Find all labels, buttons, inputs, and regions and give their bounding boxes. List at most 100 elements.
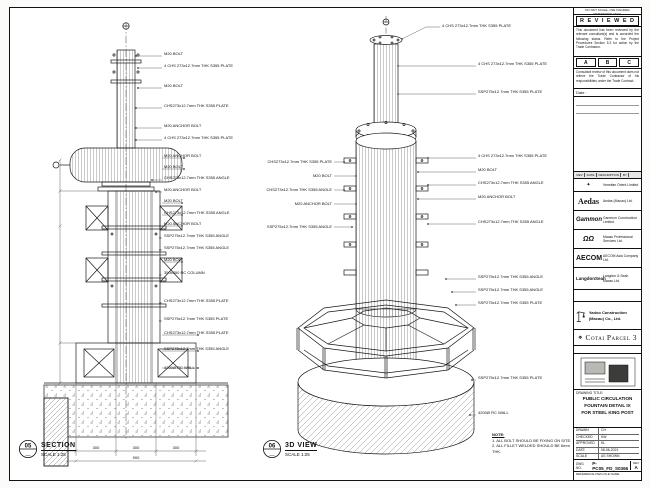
- annotation-label: SSP275x12.7mm THK S355 ANGLE: [478, 274, 544, 279]
- annotation-label: 4 CHS 273x12.7mm THK S355 PLATE: [164, 135, 233, 140]
- company-row: ✦ Venetian Orient Limited: [574, 179, 641, 192]
- annotation-label: SSP275x12.7mm THK S355 ANGLE: [164, 346, 230, 351]
- status-option-c: C: [619, 58, 640, 67]
- status-option-a: A: [576, 58, 596, 67]
- field-row: CHECKED KW: [576, 434, 639, 442]
- drawing-title-block: DRAWING TITLE: PUBLIC CIRCULATION FOUNTA…: [574, 390, 641, 428]
- annotation-label: SSP275x12.7mm THK S355 ANGLE: [478, 287, 544, 292]
- consultant-note: Consultant review of this document does …: [574, 69, 641, 89]
- dwg-no-value: P-PC05_FD_S0366: [592, 460, 629, 471]
- contractor-row: Yadoo Construction (Macau) Co., Ltd.: [574, 302, 641, 330]
- drawing-title-label: DRAWING TITLE:: [576, 391, 604, 395]
- company-row: Gammon Gammon Construction Limited: [574, 211, 641, 230]
- keyplan-map-icon: [580, 357, 635, 386]
- revision-table-header: REV DATE DESCRIPTION BY: [574, 172, 641, 179]
- reference-row: REFERENCE DWG FILE NAME: [576, 472, 620, 476]
- field-label: DRAWN: [576, 428, 599, 434]
- project-row: ❖ Cotai Parcel 3: [574, 330, 641, 346]
- annotation-label: M20 BOLT: [478, 167, 498, 172]
- contractor-name: Yadoo Construction (Macau) Co., Ltd.: [588, 310, 627, 321]
- annotation-label: SSP275x12.7mm THK S355 PLATE: [478, 89, 543, 94]
- 3d-geometry: [296, 18, 476, 455]
- section-dim-text: 300 300 300 900: [93, 445, 180, 460]
- view-title: SECTION: [41, 441, 76, 451]
- drawing-title-line: FOR STEEL KING POST: [581, 409, 634, 415]
- field-value: KL: [601, 441, 606, 446]
- aecom-logo: AECOM: [576, 254, 603, 262]
- reviewed-stamp: R E V I E W E D: [576, 15, 639, 26]
- reviewed-stamp-row: R E V I E W E D: [574, 15, 641, 27]
- dwg-no-label: DWG NO.: [576, 461, 584, 470]
- aedas-logo: Aedas: [578, 196, 599, 206]
- note-block: NOTE: 1. ALL BOLT SHOULD BE FIXING ON SI…: [492, 432, 574, 454]
- annotation-label: M20 ANCHOR BOLT: [478, 194, 516, 199]
- field-value: 08-06-2021: [601, 447, 619, 452]
- bubble-ref: —: [26, 453, 31, 459]
- keyplan-label-row: KEY PLAN: [574, 346, 641, 354]
- annotation-label: 4 CHS 273x12.7mm THK S355 PLATE: [478, 61, 547, 66]
- field-value: KW: [601, 434, 607, 439]
- annotation-label: CHS273x12.7mm THK S355 ANGLE: [478, 180, 544, 185]
- date-label: Date :: [576, 90, 587, 95]
- annotation-label: 4200Ø RC WALL: [478, 410, 509, 415]
- detail-bubble-icon: 05 —: [18, 439, 38, 459]
- field-row: DATE 08-06-2021: [576, 447, 639, 455]
- company-name: Aedas (Macau) Ltd.: [603, 198, 633, 203]
- dim-label: 300: [133, 445, 140, 450]
- annotation-label: 4200Ø RC WALL: [164, 365, 195, 370]
- company-name: AECOM Asia Company Ltd.: [603, 253, 639, 262]
- 3d-view-callout: 06 — 3D VIEW SCALE 1:25: [262, 439, 318, 459]
- venetian-logo: ✦: [586, 182, 591, 188]
- date-col: DATE: [585, 173, 597, 177]
- fields-table: DRAWN CH CHECKED KW APPROVED KL DATE 08-…: [574, 428, 641, 460]
- dwg-no-row: DWG NO. P-PC05_FD_S0366 REV A: [574, 460, 641, 472]
- annotation-label: M20 BOLT: [312, 173, 332, 178]
- titleblock-top-note: DO NOT SCALE. USE FIGURED DIMENSIONS ONL…: [574, 8, 641, 15]
- annotation-label: SSP275x12.7mm THK S355 PLATE: [164, 316, 229, 321]
- bubble-number: 05: [25, 444, 32, 450]
- company-name: Langdon & Seah Macau Ltd.: [603, 274, 629, 283]
- annotation-label: SSP275x12.7mm THK S355 PLATE: [478, 300, 543, 305]
- view-scale: SCALE 1:25: [285, 451, 310, 457]
- field-value: AS SHOWN: [601, 454, 620, 459]
- annotation-label: CHS273x12.7mm THK S355 ANGLE: [478, 219, 544, 224]
- rev-col: REV: [575, 173, 586, 177]
- annotation-label: CHS273x12.7mm THK S355 ANGLE: [164, 175, 230, 180]
- annotation-label: CHS273x12.7mm THK S355 ANGLE: [266, 187, 332, 192]
- field-row: DRAWN CH: [576, 428, 639, 435]
- company-row: LangdonSeah Langdon & Seah Macau Ltd.: [574, 268, 641, 290]
- 3d-view: 4 CHS 273x12.7mm THK S355 PLATE 4 CHS 27…: [256, 10, 572, 472]
- annotation-label: M20 BOLT: [164, 51, 184, 56]
- company-name: Macau Professional Services Ltd.: [603, 234, 633, 243]
- dim-total-label: 900: [133, 455, 140, 460]
- field-value: CH: [601, 428, 606, 432]
- bubble-ref: —: [270, 453, 275, 459]
- field-label: CHECKED: [576, 434, 599, 441]
- mps-logo: ΩΩ: [583, 235, 594, 243]
- annotation-label: CHS273x12.7mm THK S355 ANGLE: [164, 210, 230, 215]
- gammon-logo: Gammon: [576, 217, 603, 223]
- review-status-text: This document has been reviewed by the r…: [574, 27, 641, 57]
- status-option-b: B: [597, 58, 618, 67]
- bubble-number: 06: [269, 444, 276, 450]
- rev-label: REV: [633, 461, 639, 465]
- title-block: DO NOT SCALE. USE FIGURED DIMENSIONS ONL…: [573, 8, 641, 480]
- note-line: 1. ALL BOLT SHOULD BE FIXING ON SITE.: [492, 437, 572, 443]
- annotation-label: 350x350 RC COLUMN: [164, 270, 205, 275]
- field-label: SCALE: [576, 454, 599, 459]
- 3d-leaders: [334, 26, 476, 416]
- section-callout: 05 — SECTION SCALE 1:25: [18, 439, 76, 459]
- annotation-label: 4 CHS 273x12.7mm THK S355 PLATE: [442, 23, 511, 28]
- annotation-label: CHS273x12.7mm THK S355 PLATE: [164, 103, 229, 108]
- annotation-label: SSP275x12.7mm THK S355 ANGLE: [266, 224, 332, 229]
- status-options-row: A B C: [574, 57, 641, 69]
- view-title: 3D VIEW: [285, 441, 318, 451]
- revision-space: [574, 97, 641, 172]
- drawing-title-line: FOUNTAIN DETAIL IX: [584, 402, 631, 408]
- note-line: 2. ALL FILLET WELDED SHOULD BE 6mm THK.: [492, 443, 570, 454]
- note-title: NOTE:: [492, 432, 505, 437]
- section-geometry: [43, 22, 229, 467]
- drawing-sheet: 300 300 300 900 M20 BOLT 4 CHS 273x12.7m…: [9, 7, 642, 481]
- annotation-label: M20 BOLT: [164, 164, 184, 169]
